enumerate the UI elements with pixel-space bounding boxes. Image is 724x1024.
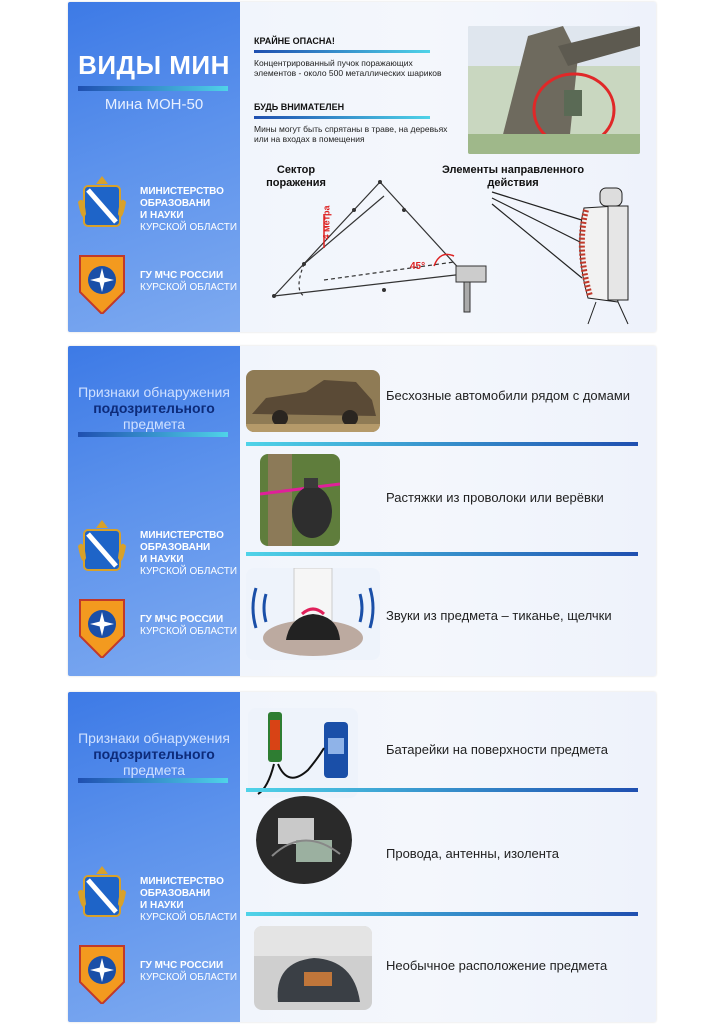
side-strip: Признаки обнаружения подозрительного пре… (68, 346, 240, 676)
signs-title: Признаки обнаружения подозрительного пре… (78, 730, 230, 778)
panel-subtitle: Мина МОН-50 (104, 96, 204, 113)
mchs-emblem-icon (79, 599, 125, 658)
damage-sector-diagram (272, 180, 487, 313)
sign-text-6: Необычное расположение предмета (386, 958, 608, 973)
mchs-emblem-icon (79, 255, 125, 314)
danger-underline (254, 50, 430, 53)
side-strip: Признаки обнаружения подозрительного пре… (68, 692, 240, 1022)
title-underline (78, 86, 228, 91)
unusual-placement-photo (254, 926, 372, 1010)
height-label: 4 метра (321, 205, 332, 240)
tripwire-grenade-photo (260, 454, 340, 546)
row-divider-1 (246, 442, 638, 446)
sign-text-1: Бесхозные автомобили рядом с домами (386, 388, 631, 403)
panel-title: ВИДЫ МИН (78, 50, 230, 80)
kursk-emblem-icon (78, 866, 126, 917)
danger-heading: КРАЙНЕ ОПАСНА! (254, 36, 335, 46)
careful-heading: БУДЬ ВНИМАТЕЛЕН (254, 102, 345, 112)
row-divider-2 (246, 552, 638, 556)
kursk-emblem-icon (78, 176, 126, 227)
batteries-device-photo (248, 708, 358, 798)
mine-on-tree-photo (468, 26, 640, 154)
sign-text-2: Растяжки из проволоки или верёвки (386, 490, 604, 505)
danger-text: Концентрированный пучок поражающих элеме… (254, 58, 442, 78)
ticking-bag-photo (246, 568, 380, 660)
angle-label: 45° (410, 261, 426, 272)
kursk-emblem-icon (78, 520, 126, 571)
careful-underline (254, 116, 430, 119)
careful-text: Мины могут быть спрятаны в траве, на дер… (254, 124, 448, 144)
row-divider-3 (246, 788, 638, 792)
mon50-cutaway-diagram (491, 187, 629, 325)
sector-label: Сектор поражения (266, 164, 326, 189)
panel-suspicious-signs-2: Признаки обнаружения подозрительного пре… (68, 692, 656, 1022)
sign-text-3: Звуки из предмета – тиканье, щелчки (386, 608, 612, 623)
sign-text-5: Провода, антенны, изолента (386, 846, 559, 861)
signs-title: Признаки обнаружения подозрительного пре… (78, 384, 230, 432)
row-divider-4 (246, 912, 638, 916)
abandoned-car-photo (246, 370, 380, 432)
signs-underline (78, 778, 228, 783)
wires-antennas-photo (256, 796, 352, 884)
signs-underline (78, 432, 228, 437)
panel-suspicious-signs-1: Признаки обнаружения подозрительного пре… (68, 346, 656, 676)
elements-label: Элементы направленного действия (441, 164, 585, 189)
mchs-emblem-icon (79, 945, 125, 1004)
sign-text-4: Батарейки на поверхности предмета (386, 742, 608, 757)
